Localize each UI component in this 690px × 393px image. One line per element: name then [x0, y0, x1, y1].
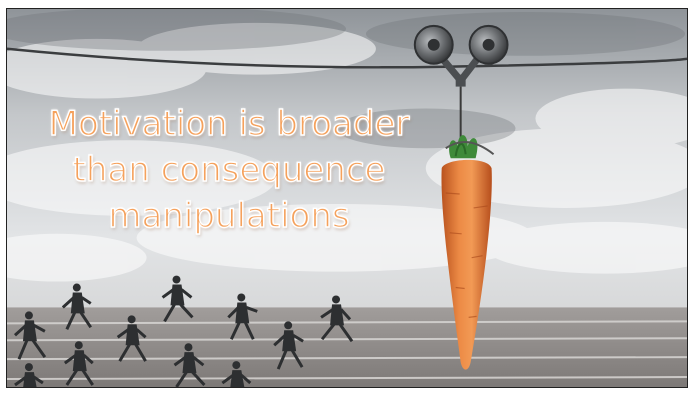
runner	[13, 311, 47, 360]
runner	[14, 363, 44, 387]
clouds-dark	[7, 9, 686, 149]
carrot-leaves	[445, 135, 495, 159]
running-track	[7, 307, 687, 387]
clouds	[7, 22, 687, 282]
runner	[63, 341, 94, 386]
slide-headline: Motivation is broader than consequence m…	[19, 101, 439, 239]
runners	[13, 275, 354, 387]
runner	[161, 275, 194, 323]
headline-line-3: manipulations	[108, 195, 351, 236]
runner	[221, 361, 252, 387]
slide: Motivation is broader than consequence m…	[6, 8, 688, 388]
pulley	[413, 24, 509, 87]
headline-line-1: Motivation is broader	[48, 103, 410, 144]
runner	[227, 293, 258, 340]
headline-line-2: than consequence	[72, 149, 386, 190]
background-scene	[7, 9, 687, 387]
wire	[7, 47, 687, 69]
carrot	[441, 159, 492, 370]
runner	[320, 295, 354, 343]
carrot-ridges	[445, 192, 488, 318]
runner	[273, 321, 304, 370]
runner	[116, 315, 147, 362]
runner	[173, 343, 206, 387]
runner	[61, 283, 92, 330]
